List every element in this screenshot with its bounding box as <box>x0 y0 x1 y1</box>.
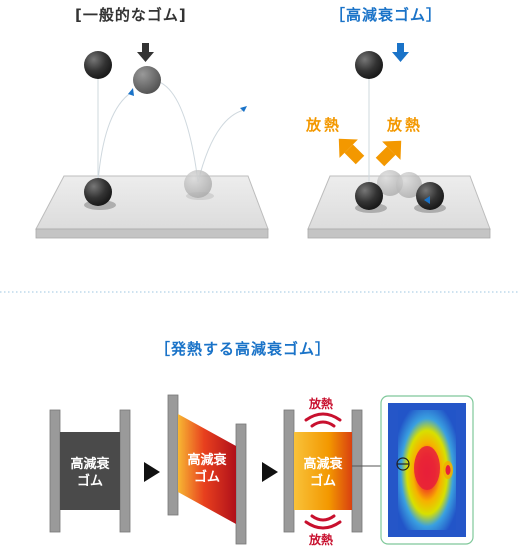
down-arrow-icon <box>137 43 154 62</box>
block-2-line2: ゴム <box>193 470 220 485</box>
arrow-tip <box>424 196 430 204</box>
high-damping-rubber-title: ［高減衰ゴム］ <box>330 6 443 24</box>
heat-dissipation-label-left: 放熱 <box>306 116 343 134</box>
ball-start <box>355 51 383 79</box>
ball-start <box>84 51 112 79</box>
thermal-side-core <box>445 465 451 475</box>
plate-right <box>351 409 363 533</box>
ball-rebound <box>133 66 161 94</box>
heat-wave-top-icon <box>304 412 342 428</box>
block-1-line2: ゴム <box>76 474 103 489</box>
plate-left <box>167 394 179 516</box>
ball-impact <box>84 178 112 206</box>
heat-arrow-left-icon <box>338 138 365 165</box>
rubber-block-deformed <box>178 414 236 524</box>
block-2-line1: 高減衰 <box>187 453 227 468</box>
block-3-line1: 高減衰 <box>303 457 343 472</box>
heat-arrow-right-icon <box>375 140 402 167</box>
heat-dissipation-label-right: 放熱 <box>387 116 424 134</box>
heat-dissipation-label-top: 放熱 <box>309 397 334 411</box>
stage-2-sheared <box>167 394 247 545</box>
block-2-label: 高減衰 ゴム <box>178 452 236 486</box>
block-1-line1: 高減衰 <box>70 457 110 472</box>
stage-1-unloaded <box>49 409 131 533</box>
floor-plate <box>35 175 269 230</box>
bottom-sequence <box>49 394 474 545</box>
down-arrow-icon <box>392 43 409 62</box>
floor-plate-edge <box>35 228 269 239</box>
block-3-label: 高減衰 ゴム <box>294 456 352 490</box>
heat-dissipation-label-bottom: 放熱 <box>309 533 334 547</box>
stage-3-heated <box>283 409 392 533</box>
ball-ghost <box>377 170 403 196</box>
rubber-block <box>60 432 120 510</box>
general-rubber-title: [一般的なゴム] <box>75 6 187 24</box>
rubber-block-heated <box>294 432 352 510</box>
plate-left <box>283 409 295 533</box>
thermal-image-panel <box>380 395 474 545</box>
bounce-arc-2 <box>149 79 199 183</box>
arrow-tip-1 <box>128 88 134 96</box>
ball-impact <box>355 182 383 210</box>
step-arrow-icon <box>262 462 278 482</box>
thermal-hotspot <box>414 446 440 490</box>
ball-ghost <box>396 172 422 198</box>
step-arrow-icon <box>144 462 160 482</box>
plate-right <box>235 423 247 545</box>
heat-generating-rubber-title: ［発熱する高減衰ゴム］ <box>155 340 332 358</box>
bounce-arc-1 <box>97 91 133 183</box>
heat-wave-bottom-icon <box>304 514 342 530</box>
plate-left <box>49 409 61 533</box>
high-damping-rubber-scene <box>307 43 491 239</box>
general-rubber-scene <box>35 43 269 239</box>
bounce-arc-3 <box>197 109 245 183</box>
ball-ghost <box>184 170 212 198</box>
floor-plate-edge <box>307 228 491 239</box>
block-1-label: 高減衰 ゴム <box>60 456 120 490</box>
plate-right <box>119 409 131 533</box>
block-3-line2: ゴム <box>309 474 336 489</box>
arrow-tip-2 <box>240 106 247 112</box>
